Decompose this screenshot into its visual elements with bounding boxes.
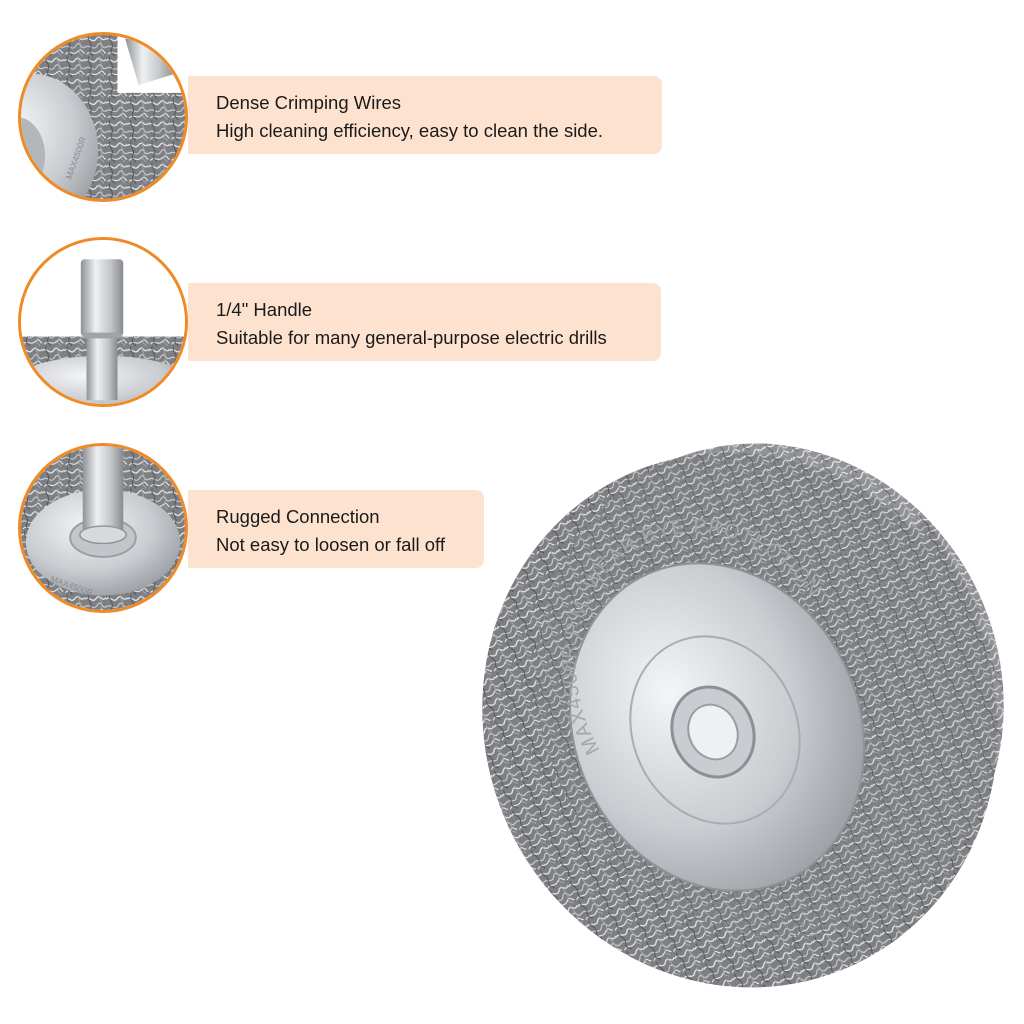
feature-label: 1/4" Handle Suitable for many general-pu… bbox=[188, 283, 661, 361]
hex-shank-icon bbox=[18, 237, 188, 407]
wire-wheel-brush-image: MAX4500R.P.M. WEAR EYE PROTECTION bbox=[482, 443, 1004, 988]
feature-title: Dense Crimping Wires bbox=[216, 92, 402, 113]
feature-title: Rugged Connection bbox=[216, 506, 380, 527]
feature-description: Not easy to loosen or fall off bbox=[216, 534, 445, 555]
feature-connection: MAX4500R Rugged Connection Not easy to l… bbox=[0, 440, 700, 620]
feature-label: Rugged Connection Not easy to loosen or … bbox=[188, 490, 484, 568]
feature-title: 1/4" Handle bbox=[216, 299, 313, 320]
feature-dense-wires: MAX4500R Dense Crimping Wires High clean… bbox=[0, 28, 700, 208]
feature-description: Suitable for many general-purpose electr… bbox=[216, 327, 607, 348]
feature-label: Dense Crimping Wires High cleaning effic… bbox=[188, 76, 662, 154]
hub-connection-icon: MAX4500R bbox=[18, 443, 188, 613]
wire-closeup-icon: MAX4500R bbox=[18, 32, 188, 202]
feature-description: High cleaning efficiency, easy to clean … bbox=[216, 120, 604, 141]
feature-handle: 1/4" Handle Suitable for many general-pu… bbox=[0, 234, 700, 414]
